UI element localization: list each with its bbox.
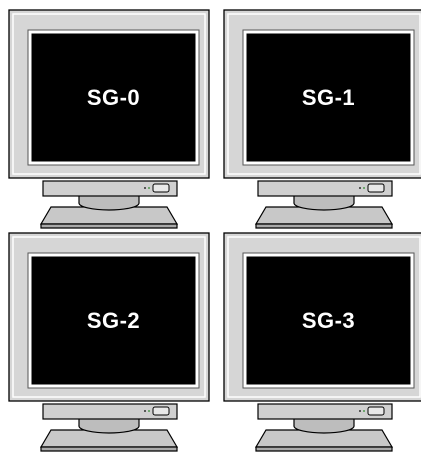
monitor-2: SG-2 [9,233,209,453]
monitor-label: SG-0 [33,35,194,160]
monitor-1: SG-1 [224,10,421,230]
monitor-3: SG-3 [224,233,421,453]
monitor-label: SG-3 [248,258,409,383]
monitor-0: SG-0 [9,10,209,230]
monitor-label: SG-1 [248,35,409,160]
monitor-label: SG-2 [33,258,194,383]
